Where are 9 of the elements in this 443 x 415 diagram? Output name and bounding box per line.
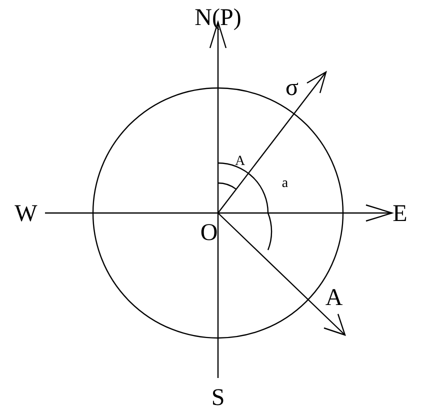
- axis-label: W: [14, 202, 38, 226]
- axis-label: A: [234, 155, 246, 169]
- axis-label: N(P): [194, 6, 242, 30]
- axis-label: S: [211, 386, 225, 410]
- axis-label: E: [392, 202, 408, 226]
- axis-label: σ: [286, 76, 298, 100]
- axis-label: A: [325, 286, 343, 310]
- axis-label: a: [282, 177, 288, 191]
- axis-label: O: [200, 221, 218, 245]
